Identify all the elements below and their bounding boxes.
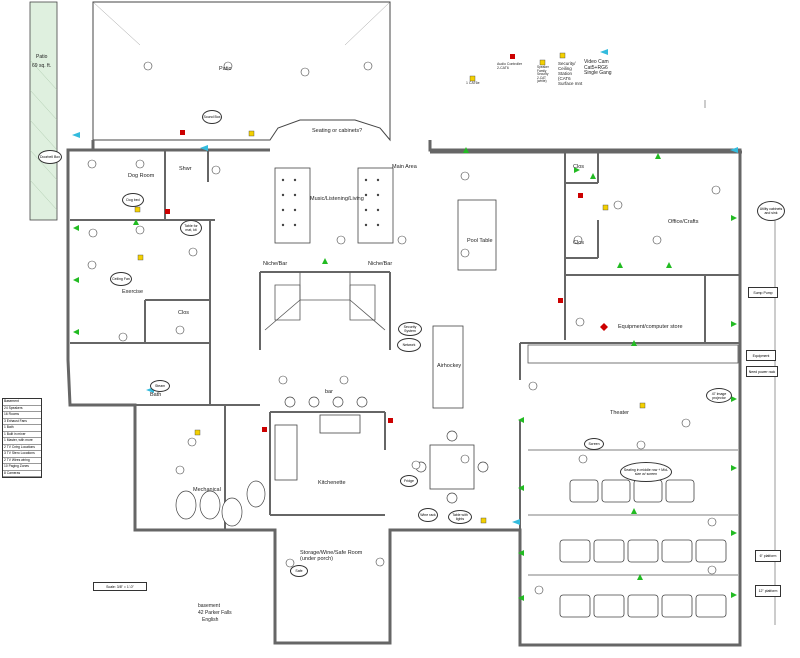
patio-outline (92, 1, 391, 142)
note-table: Table with lights (448, 510, 472, 524)
title-line-2: 42 Parker Falls (198, 610, 232, 616)
note-doorbell: Doorbell Box (38, 150, 62, 164)
key-security: Security/ Ceiling Station (CAT6 Surface … (558, 61, 583, 86)
legend-row: 1 Bath (3, 425, 41, 432)
legend-row: 2 TV Cntrg Locations (3, 445, 41, 451)
room-shwr: Shwr (179, 166, 192, 172)
room-seating: Seating or cabinets? (312, 128, 363, 134)
legend-row: 24 Speakers (3, 406, 41, 412)
room-niche-left: Niche/Bar (263, 261, 288, 267)
legend-row: 16 Rooms (3, 412, 41, 419)
key-audio: Audio Controller 2-CAT6 (497, 62, 523, 70)
note-screen: Screen (584, 438, 604, 450)
note-network: Network (397, 338, 421, 352)
patio-strip (29, 1, 58, 221)
note-power-rack: Need power rack (746, 366, 778, 377)
room-airhockey: Airhockey (437, 363, 462, 369)
note-office: Utility cabinets and sink (757, 201, 785, 221)
legend-row: 3 Exhaust Fans (3, 419, 41, 425)
note-kitchen: Fridge (400, 475, 418, 487)
room-office: Office/Crafts (668, 219, 699, 225)
room-equipment: Equipment/computer store (618, 324, 683, 330)
room-clos-mid: Clos (573, 240, 585, 246)
room-clos-left: Clos (178, 310, 190, 316)
note-dog: Dog bed (122, 193, 144, 207)
room-exercise: Exercise (122, 289, 144, 295)
title-line-1: basement (198, 603, 220, 609)
note-bath: Steam (150, 380, 170, 392)
key-speaker: Speaker Family Security 2-CAT (white) (537, 65, 549, 84)
patio-title: Patio (36, 54, 48, 60)
legend-row: 1 Master, with more (3, 438, 41, 445)
room-dog: Dog Room (128, 173, 155, 179)
room-bath: Bath (150, 392, 162, 398)
patio-area: 69 sq. ft. (32, 63, 52, 69)
note-equipment: Equipment (746, 350, 776, 361)
room-main-area: Main Area (392, 164, 417, 170)
legend-row: 1 Built in mixer (3, 432, 41, 438)
room-patio: Patio (219, 66, 232, 72)
room-storage: Storage/Wine/Safe Room (under porch) (300, 550, 363, 563)
room-music: Music/Listening/Living (310, 196, 364, 202)
scale-label: Scale: 3/8" = 1'-0" (93, 582, 147, 591)
key-cat6: 1 CAT6e (466, 81, 480, 85)
note-theater-projector: 47 Image projector (706, 388, 732, 403)
note-sump: Sump Pump (748, 287, 778, 298)
room-mechanical: Mechanical (193, 487, 221, 493)
room-theater: Theater (610, 410, 629, 416)
note-soundbox: Sound Box (202, 110, 222, 124)
legend-table: Basement 24 Speakers 16 Rooms 3 Exhaust … (2, 398, 42, 478)
note-safe: Safe (290, 565, 308, 577)
title-line-3: English (202, 617, 219, 623)
note-platform-12: 12" platform (755, 585, 781, 597)
note-security: Security System (398, 322, 422, 336)
legend-row: 2 TV Wires wiring (3, 458, 41, 464)
room-kitchenette: Kitchenette (318, 480, 346, 486)
note-platform-6: 6" platform (755, 550, 781, 562)
legend-row: 8 Cameras (3, 471, 41, 477)
legend-row: Basement (3, 399, 41, 406)
room-niche-right: Niche/Bar (368, 261, 393, 267)
room-bar: bar (325, 389, 333, 395)
note-exercise-1: Table for mat, kit (180, 220, 202, 236)
legend-row: 3 TV Stero Locations (3, 451, 41, 458)
legend-row: 10 Paging Zones (3, 464, 41, 471)
note-theater-seating: Seating in middle row + Mid-size w/ scre… (620, 462, 672, 482)
room-clos-top: Clos (573, 164, 585, 170)
note-exercise-2: Ceiling Fan (110, 272, 132, 286)
note-wine: Wine rack (418, 508, 438, 522)
room-pool-table: Pool Table (467, 238, 493, 244)
key-video: Video Cam Cat5+RG6 Single Gang (584, 59, 612, 76)
